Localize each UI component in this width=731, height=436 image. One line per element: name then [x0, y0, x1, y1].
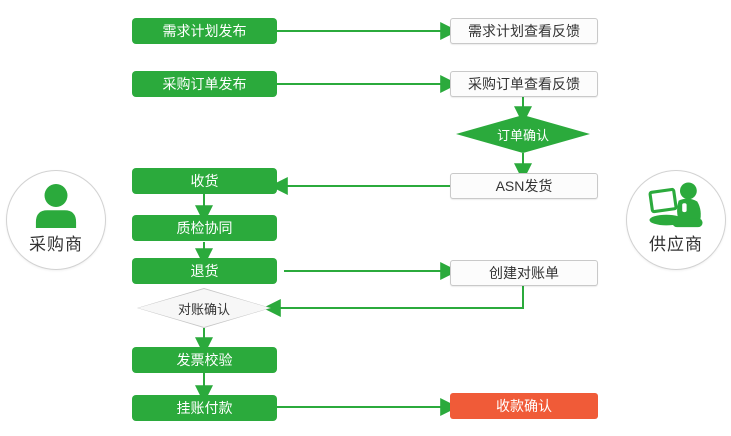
node-statement-confirm-diamond: 对账确认 — [137, 288, 271, 328]
node-create-statement: 创建对账单 — [450, 260, 598, 286]
node-payment-confirm: 收款确认 — [450, 393, 598, 419]
actor-buyer-label: 采购商 — [29, 235, 83, 254]
person-icon — [33, 182, 79, 228]
node-invoice-verify: 发票校验 — [132, 347, 277, 373]
statement-confirm-label: 对账确认 — [138, 289, 270, 327]
node-demand-plan-publish: 需求计划发布 — [132, 18, 277, 44]
node-payment: 挂账付款 — [132, 395, 277, 421]
node-demand-plan-feedback: 需求计划查看反馈 — [450, 18, 598, 44]
node-return-goods: 退货 — [132, 258, 277, 284]
actor-buyer: 采购商 — [6, 170, 106, 270]
actor-supplier: 供应商 — [626, 170, 726, 270]
node-asn-ship: ASN发货 — [450, 173, 598, 199]
node-po-publish: 采购订单发布 — [132, 71, 277, 97]
node-quality-check: 质检协同 — [132, 215, 277, 241]
actor-supplier-label: 供应商 — [649, 235, 703, 254]
node-po-feedback: 采购订单查看反馈 — [450, 71, 598, 97]
person-laptop-icon — [647, 182, 705, 228]
node-order-confirm-diamond: 订单确认 — [456, 115, 590, 153]
node-receive: 收货 — [132, 168, 277, 194]
